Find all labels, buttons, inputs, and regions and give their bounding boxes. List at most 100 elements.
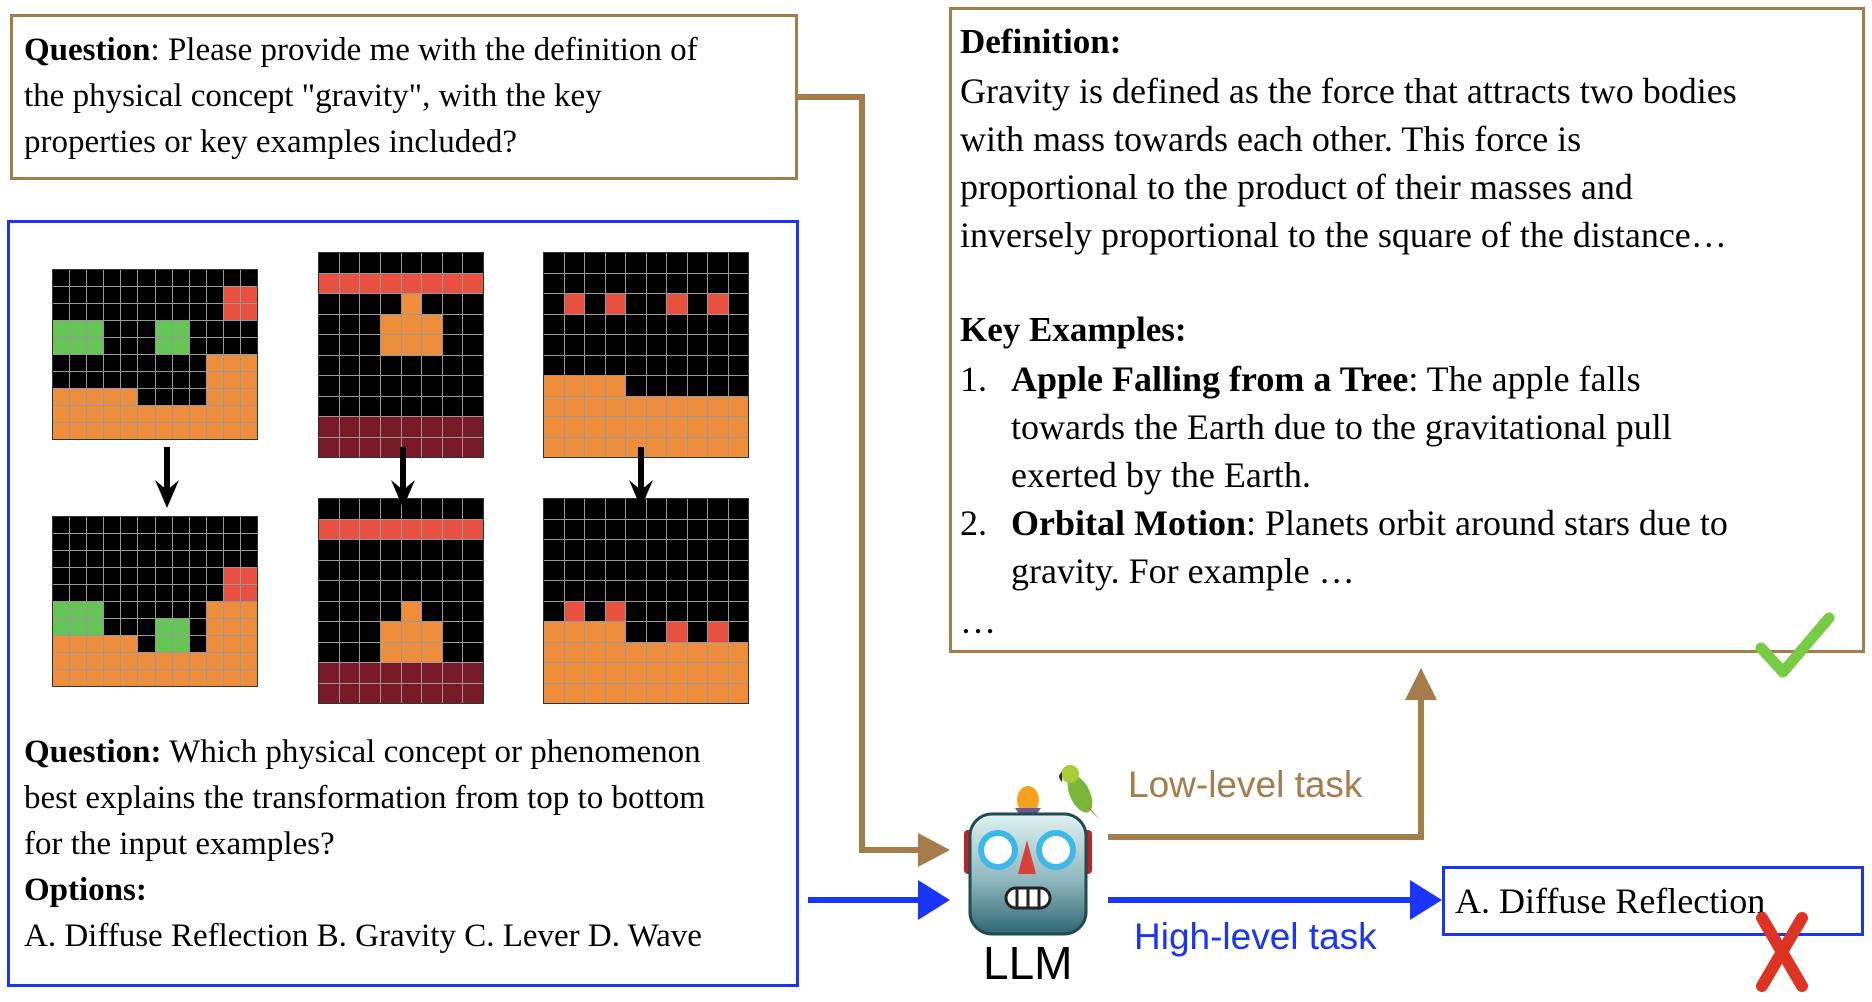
grid-cell [626,376,646,396]
grid-cell [442,601,463,621]
grid-cell [172,372,189,388]
grid-cell [422,560,442,580]
grid-example-3-input [543,252,749,458]
grid-cell [155,585,172,601]
grid-cell [206,534,223,550]
grid-cell [605,294,625,314]
grid-cell [319,622,339,642]
grid-cell [728,519,748,539]
grid-cell [53,636,70,652]
grid-cell [206,602,223,618]
grid-cell [87,355,104,371]
grid-cell [138,585,155,601]
grid-cell [189,551,206,567]
grid-cell [339,417,360,437]
grid-cell [319,499,339,519]
grid-cell [138,636,155,652]
grid-cell [544,663,564,683]
grid-cell [380,601,401,621]
grid-cell [189,406,206,422]
grid-cell [544,540,564,560]
grid-cell [667,642,687,662]
grid-cell [121,321,138,337]
grid-cell [626,622,646,642]
grid-cell [687,601,707,621]
grid-cell [104,355,121,371]
grid-cell [189,517,206,533]
grid-cell [422,335,442,355]
grid-cell [422,355,442,375]
grid-cell [206,517,223,533]
grid-cell [172,551,189,567]
grid-cell [544,683,564,703]
grid-cell [687,273,707,293]
grid-cell [380,273,401,293]
grid-cell [646,355,666,375]
grid-cell [463,376,483,396]
grid-cell [70,568,87,584]
grid-cell [728,622,748,642]
grid-cell [687,376,707,396]
grid-cell [401,540,422,560]
grid-cell [626,663,646,683]
grid-cell [240,355,257,371]
grid-cell [380,396,401,416]
down-arrow-icon [155,447,179,508]
grid-cell [422,437,442,457]
grid-cell [667,355,687,375]
grid-cell [223,304,240,320]
grid-cell [463,437,483,457]
grid-cell [544,273,564,293]
grid-cell [155,372,172,388]
grid-cell [564,253,584,273]
example-1-line-1: Apple Falling from a Tree: The apple fal… [1011,358,1641,400]
grid-cell [70,321,87,337]
grid-cell [155,338,172,354]
grid-cell [155,287,172,303]
multiple-choice-answer-box [1442,866,1864,936]
grid-cell [564,622,584,642]
grid-cell [189,585,206,601]
grid-cell [155,670,172,686]
grid-cell [442,581,463,601]
grid-cell [360,560,380,580]
grid-cell [70,653,87,669]
grid-cell [422,683,442,703]
grid-cell [121,406,138,422]
grid-cell [138,287,155,303]
grid-cell [422,499,442,519]
grid-cell [380,294,401,314]
grid-cell [422,601,442,621]
grid-cell [442,273,463,293]
grid-cell [605,581,625,601]
grid-cell [728,314,748,334]
grid-cell [544,417,564,437]
grid-cell [339,437,360,457]
definition-line: Gravity is defined as the force that att… [960,71,1737,111]
grid-cell [646,540,666,560]
grid-cell [544,581,564,601]
grid-cell [646,622,666,642]
grid-cell [53,270,70,286]
grid-cell [319,663,339,683]
grid-cell [223,406,240,422]
grid-cell [87,389,104,405]
grid-cell [626,560,646,580]
grid-cell [155,653,172,669]
grid-cell [422,417,442,437]
grid-cell [605,376,625,396]
grid-cell [138,355,155,371]
grid-cell [240,653,257,669]
example-text: : Planets orbit around stars due to [1245,503,1728,543]
grid-cell [442,642,463,662]
grid-cell [138,304,155,320]
grid-cell [667,294,687,314]
grid-cell [240,585,257,601]
grid-cell [667,396,687,416]
grid-cell [463,294,483,314]
grid-cell [223,551,240,567]
grid-cell [104,653,121,669]
grid-cell [687,355,707,375]
grid-cell [138,534,155,550]
grid-cell [687,581,707,601]
